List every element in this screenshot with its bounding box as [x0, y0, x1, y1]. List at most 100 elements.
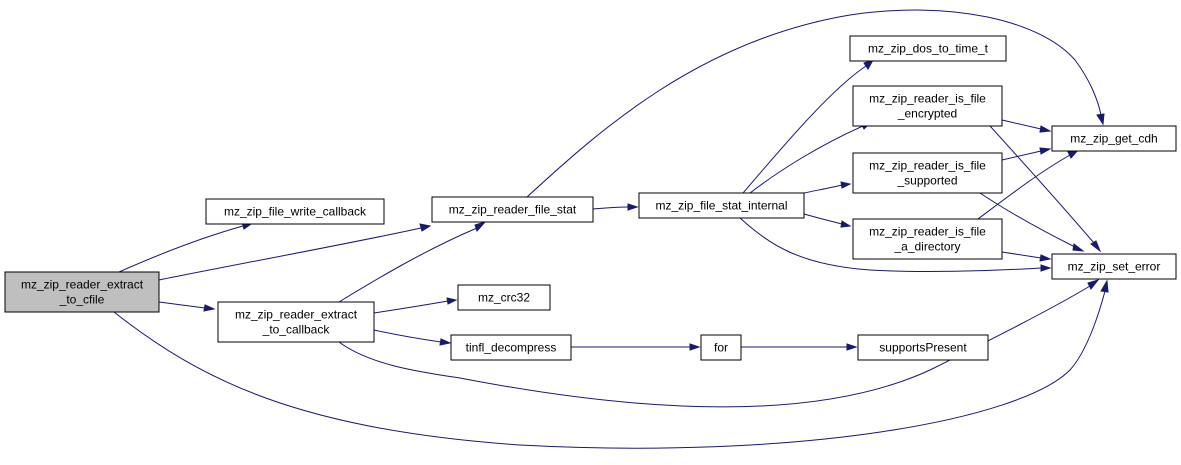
node-crc32[interactable]: mz_crc32 — [457, 284, 551, 311]
arrowhead — [1040, 264, 1052, 272]
arrowhead — [203, 304, 216, 312]
edge-line — [977, 154, 1071, 220]
node-get-cdh[interactable]: mz_zip_get_cdh — [1051, 125, 1177, 152]
node-box — [205, 198, 385, 225]
nodes: mz_zip_reader_extract_to_cfilemz_zip_fil… — [4, 35, 1177, 361]
edge-line — [979, 192, 1076, 248]
edge-is-file-supported-to-get-cdh — [1001, 147, 1052, 161]
node-label: for — [714, 341, 728, 355]
node-label: _to_cfile — [59, 293, 105, 307]
node-box — [857, 334, 989, 361]
node-label: mz_zip_reader_extract — [21, 278, 144, 292]
edge-line — [1001, 150, 1042, 161]
arrowhead — [1039, 125, 1052, 133]
edge-extract-to-callback-to-tinfl-decompress — [373, 329, 452, 346]
node-box — [457, 284, 551, 311]
edge-line — [338, 227, 478, 303]
edge-line — [989, 125, 1095, 244]
node-label: mz_zip_reader_extract — [235, 308, 358, 322]
edge-line — [158, 301, 206, 309]
edge-line — [373, 329, 442, 343]
node-dos-to-time-t[interactable]: mz_zip_dos_to_time_t — [849, 35, 1007, 62]
edge-line — [803, 184, 843, 194]
edge-is-file-supported-to-set-error — [979, 192, 1085, 252]
edge-file-stat-internal-to-set-error — [739, 217, 1052, 272]
arrowhead — [1039, 254, 1052, 262]
node-is-file-encrypted[interactable]: mz_zip_reader_is_file_encrypted — [852, 85, 1003, 127]
node-label: _a_directory — [893, 240, 960, 254]
arrowhead — [846, 343, 858, 351]
edge-line — [803, 213, 843, 225]
arrowhead — [1090, 240, 1102, 253]
edge-line — [118, 225, 244, 273]
edge-extract-to-cfile-to-extract-to-callback — [158, 301, 216, 312]
node-file-stat-internal[interactable]: mz_zip_file_stat_internal — [638, 192, 805, 219]
node-box — [450, 334, 572, 361]
node-is-file-a-directory[interactable]: mz_zip_reader_is_file_a_directory — [852, 218, 1003, 260]
edge-is-file-a-directory-to-get-cdh — [977, 149, 1080, 220]
edge-line — [1001, 119, 1042, 130]
node-label: mz_crc32 — [478, 291, 530, 305]
edge-reader-file-stat-to-get-cdh — [526, 9, 1105, 198]
arrowhead — [840, 220, 852, 228]
node-label: supportsPresent — [879, 341, 967, 355]
node-box — [1051, 253, 1177, 280]
edge-line — [742, 65, 867, 194]
node-label: mz_zip_set_error — [1068, 260, 1161, 274]
node-label: mz_zip_reader_file_stat — [449, 203, 577, 217]
node-label: mz_zip_reader_is_file — [869, 225, 986, 239]
node-label: mz_zip_file_stat_internal — [655, 199, 787, 213]
edge-extract-to-callback-to-crc32 — [373, 297, 458, 314]
node-box — [217, 301, 375, 343]
node-extract-to-cfile[interactable]: mz_zip_reader_extract_to_cfile — [4, 271, 160, 313]
node-box — [4, 271, 160, 313]
arrowhead — [419, 223, 432, 232]
node-set-error[interactable]: mz_zip_set_error — [1051, 253, 1177, 280]
edge-line — [526, 9, 1102, 198]
edge-line — [113, 290, 1106, 449]
node-box — [431, 196, 594, 223]
edge-is-file-encrypted-to-get-cdh — [1001, 119, 1052, 133]
node-label: _encrypted — [897, 107, 957, 121]
node-is-file-supported[interactable]: mz_zip_reader_is_file_supported — [852, 152, 1003, 194]
node-label: mz_zip_reader_is_file — [869, 159, 986, 173]
edge-line — [338, 285, 1091, 408]
edge-line — [1001, 251, 1042, 259]
node-label: mz_zip_get_cdh — [1070, 132, 1157, 146]
arrowhead — [474, 221, 487, 232]
edge-is-file-a-directory-to-set-error — [1001, 251, 1052, 262]
node-label: _supported — [896, 174, 957, 188]
arrowhead — [840, 181, 852, 189]
edge-file-stat-internal-to-is-file-a-directory — [803, 213, 852, 228]
node-supportsPresent[interactable]: supportsPresent — [857, 334, 989, 361]
arrowhead — [439, 338, 452, 346]
arrowhead — [627, 203, 639, 211]
edge-line — [739, 217, 1042, 272]
node-extract-to-callback[interactable]: mz_zip_reader_extract_to_callback — [217, 301, 375, 343]
node-label: mz_zip_file_write_callback — [224, 205, 367, 219]
edge-line — [158, 227, 422, 281]
edge-extract-to-cfile-to-set-error — [113, 279, 1109, 449]
node-tinfl-decompress[interactable]: tinfl_decompress — [450, 334, 572, 361]
node-reader-file-stat[interactable]: mz_zip_reader_file_stat — [431, 196, 594, 223]
node-box — [852, 152, 1003, 194]
arrowhead — [1096, 113, 1105, 126]
node-file-write-callback[interactable]: mz_zip_file_write_callback — [205, 198, 385, 225]
edge-for-to-supportsPresent — [740, 343, 858, 351]
node-box — [1051, 125, 1177, 152]
edge-extract-to-cfile-to-file-write-callback — [118, 221, 253, 273]
edge-is-file-encrypted-to-set-error — [989, 125, 1102, 253]
edge-line — [592, 206, 629, 210]
arrowhead — [1100, 279, 1109, 293]
edge-extract-to-callback-to-reader-file-stat — [338, 221, 487, 303]
node-label: mz_zip_dos_to_time_t — [868, 42, 989, 56]
node-for[interactable]: for — [700, 334, 742, 361]
arrowhead — [1087, 279, 1100, 290]
arrowhead — [446, 297, 458, 305]
edges — [113, 9, 1109, 449]
arrowhead — [1039, 147, 1052, 155]
edge-extract-to-callback-to-set-error — [338, 279, 1100, 408]
node-label: mz_zip_reader_is_file — [869, 92, 986, 106]
edge-reader-file-stat-to-file-stat-internal — [592, 203, 639, 211]
